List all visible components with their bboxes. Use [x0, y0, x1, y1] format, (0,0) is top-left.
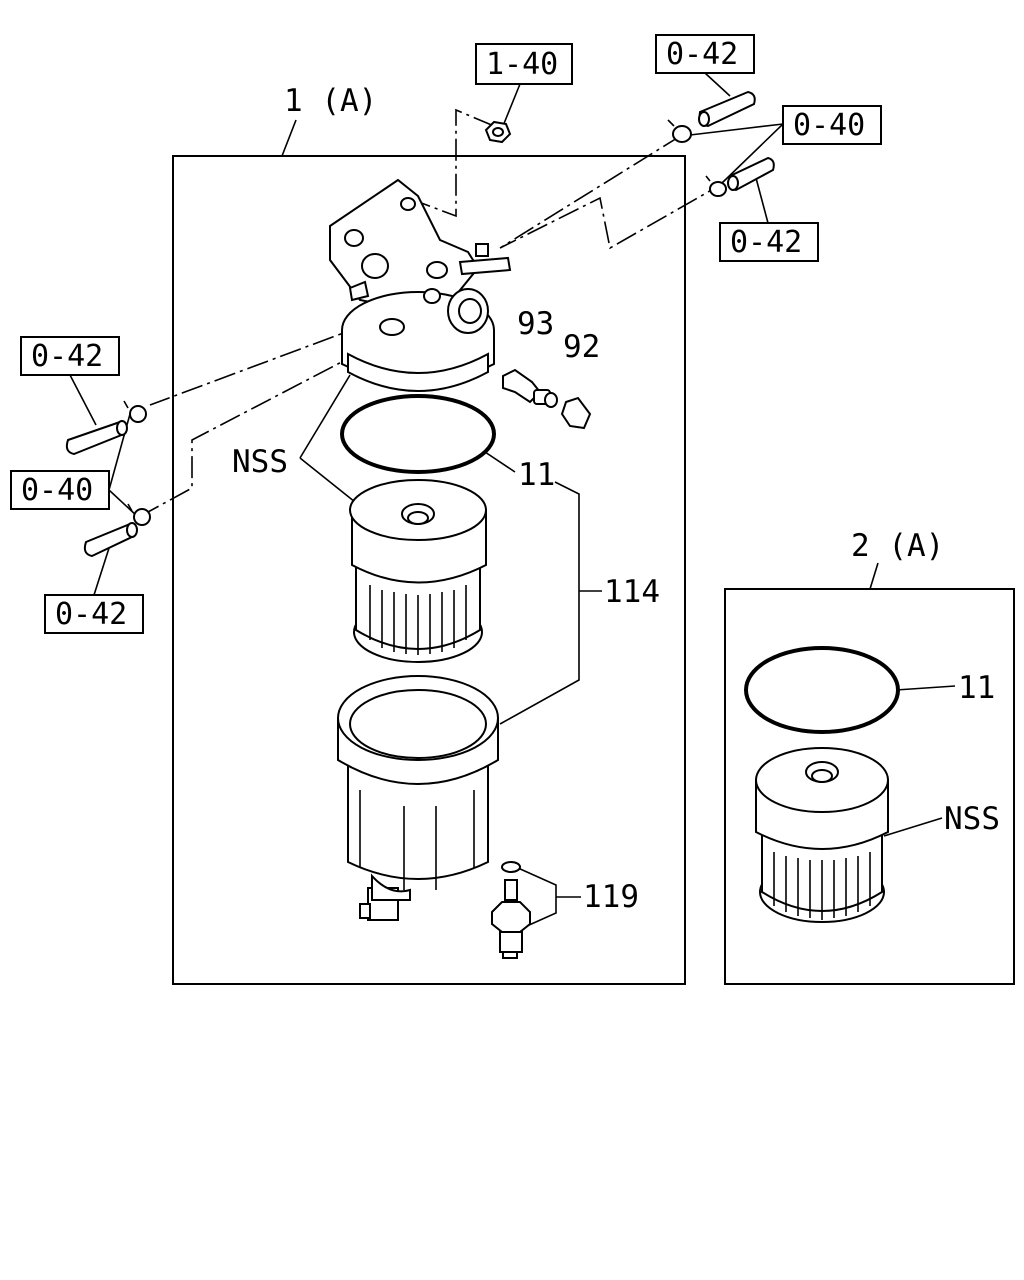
clip-0-40-top: [667, 119, 692, 143]
part-label-114: 114: [604, 574, 660, 610]
o-ring-11-kit: [744, 646, 900, 734]
filter-bowl-114: [337, 675, 499, 921]
assembly-2-frame: [724, 588, 1015, 985]
nut-1-40: [484, 120, 512, 144]
assembly-1-label: 1 (A): [284, 83, 377, 119]
ref-box-0-42-right[interactable]: 0-42: [719, 222, 819, 262]
ref-box-0-42-left-bottom[interactable]: 0-42: [44, 594, 144, 634]
part-label-11-main: 11: [518, 457, 555, 493]
leader-lines: [69, 72, 956, 931]
svg-text:1-40: 1-40: [486, 47, 558, 82]
clip-0-40-left-bottom: [127, 503, 151, 526]
assembly-1-frame: [172, 155, 686, 985]
part-93-bleed-screw: [502, 368, 558, 408]
ref-box-1-40[interactable]: 1-40: [475, 43, 573, 85]
filter-head: [329, 178, 512, 392]
filter-element-nss-kit: [755, 747, 889, 923]
ref-box-0-40-left[interactable]: 0-40: [10, 470, 110, 510]
hose-0-42-right: [727, 156, 775, 192]
svg-text:0-42: 0-42: [31, 339, 103, 374]
part-92-cap: [560, 396, 592, 430]
svg-text:0-42: 0-42: [666, 37, 738, 72]
svg-text:0-40: 0-40: [21, 473, 93, 508]
svg-text:0-40: 0-40: [793, 108, 865, 143]
ref-box-0-42-left-top[interactable]: 0-42: [20, 336, 120, 376]
part-label-11-kit: 11: [958, 670, 995, 706]
part-label-92: 92: [563, 329, 600, 365]
ref-box-0-42-top[interactable]: 0-42: [655, 34, 755, 74]
clip-0-40-left-top: [123, 400, 147, 423]
sensor-119: [491, 861, 531, 959]
part-label-119: 119: [583, 879, 639, 915]
svg-text:0-42: 0-42: [730, 225, 802, 260]
part-label-nss-main: NSS: [232, 444, 288, 480]
assembly-2-label: 2 (A): [851, 528, 944, 564]
clip-0-40-right: [705, 175, 727, 197]
filter-element-nss-main: [349, 479, 487, 663]
svg-text:0-42: 0-42: [55, 597, 127, 632]
ref-box-0-40-right[interactable]: 0-40: [782, 105, 882, 145]
hose-0-42-left-top: [65, 420, 128, 456]
part-label-93: 93: [517, 306, 554, 342]
hose-0-42-left-bottom: [83, 522, 138, 558]
part-label-nss-kit: NSS: [944, 801, 1000, 837]
o-ring-11-main: [340, 394, 496, 474]
hose-0-42-top: [698, 90, 756, 128]
